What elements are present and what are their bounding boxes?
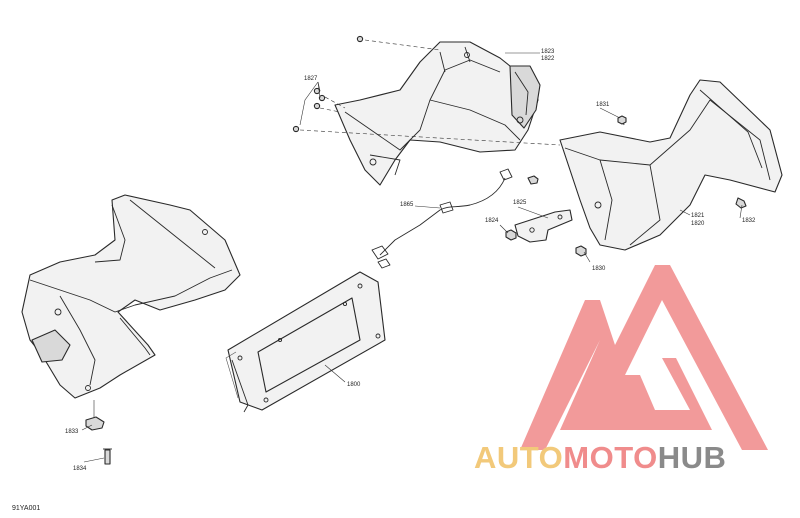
callout-1800: 1800	[347, 382, 361, 388]
bracket-1825	[514, 209, 573, 243]
callout-1823: 1823	[541, 49, 555, 55]
nut-1824	[505, 229, 517, 241]
callout-1820: 1820	[691, 221, 705, 227]
callout-1834: 1834	[73, 466, 87, 472]
watermark-triangle-mark	[520, 265, 768, 450]
watermark-logo: AUTOMOTOHUB	[474, 265, 768, 475]
figure-id-label: 91YA001	[12, 505, 40, 512]
screw-1831	[617, 115, 627, 125]
nut-1830	[575, 245, 587, 257]
connector-1833	[85, 400, 105, 431]
callout-1822: 1822	[541, 56, 555, 62]
screw-1827-group	[292, 35, 364, 133]
side-panel-right	[559, 79, 783, 251]
callout-1824: 1824	[485, 218, 499, 224]
side-panel-left	[21, 194, 241, 399]
watermark-word-moto: MOTO	[563, 440, 657, 475]
gasket-plate-1800	[225, 271, 386, 413]
watermark-wordmark: AUTOMOTOHUB	[474, 440, 726, 475]
bolt-1834	[103, 448, 112, 465]
clip-near-1865	[527, 175, 539, 185]
callout-1832: 1832	[742, 218, 756, 224]
watermark-word-auto: AUTO	[474, 440, 563, 475]
callout-1830: 1830	[592, 266, 606, 272]
watermark-word-hub: HUB	[658, 440, 727, 475]
leader-lines	[81, 52, 743, 463]
console-upper-assembly	[299, 39, 561, 186]
callout-1827: 1827	[304, 76, 318, 82]
callout-1831: 1831	[596, 102, 610, 108]
callout-1865: 1865	[400, 202, 414, 208]
callout-1833: 1833	[65, 429, 79, 435]
callout-1821: 1821	[691, 213, 705, 219]
callout-labels: 1823 1822 1827 1831 1865 1825 1824 1821 …	[65, 49, 756, 472]
wiring-harness-1865	[371, 168, 513, 269]
callout-1825: 1825	[513, 200, 527, 206]
